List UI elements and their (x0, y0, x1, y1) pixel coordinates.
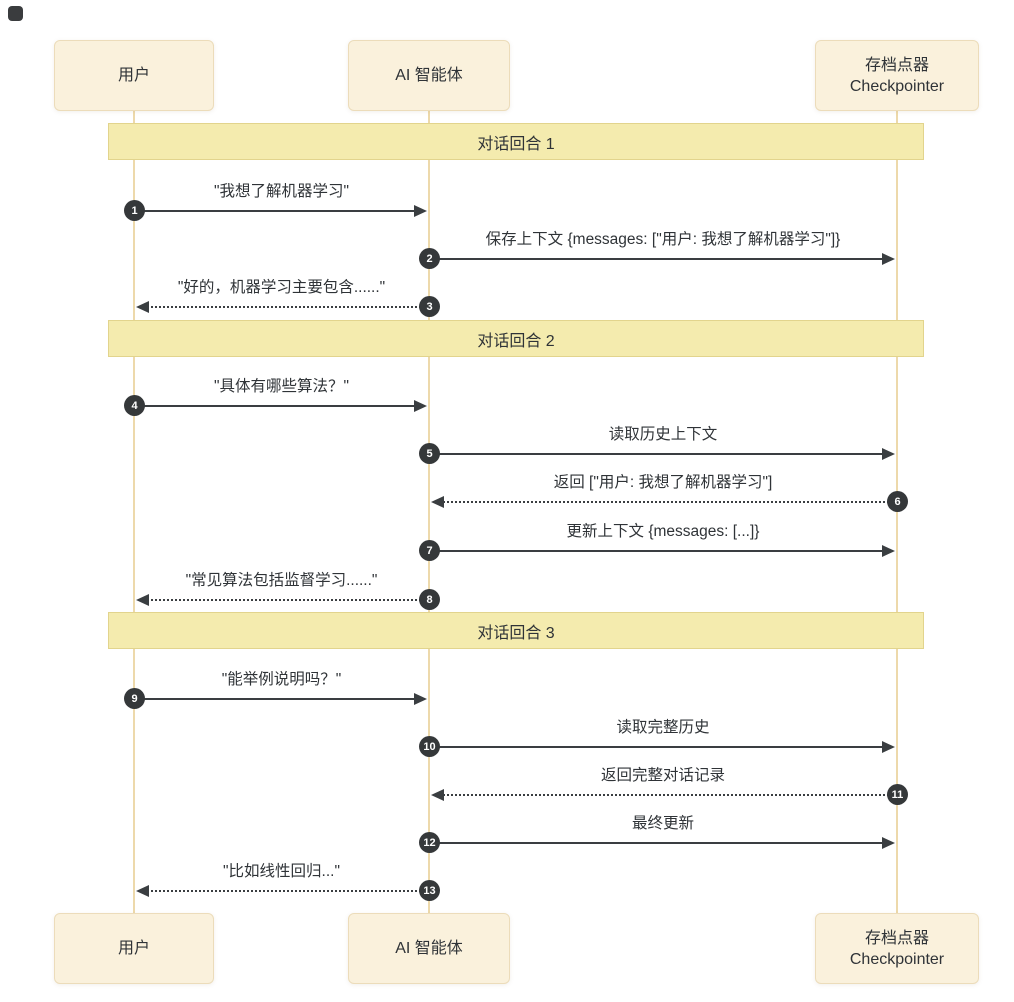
message-label: 读取历史上下文 (608, 426, 718, 443)
message-label: 读取完整历史 (616, 719, 710, 736)
section-band-3: 对话回合 3 (108, 612, 924, 649)
arrowhead-icon (882, 253, 895, 265)
message-line-3 (140, 306, 429, 308)
message-label: "我想了解机器学习" (213, 183, 349, 200)
message-label: "常见算法包括监督学习......" (185, 572, 378, 589)
sequence-badge: 6 (887, 491, 908, 512)
actor-label: 用户 (117, 67, 150, 84)
sequence-badge: 3 (419, 296, 440, 317)
message-line-4 (134, 405, 423, 407)
arrowhead-icon (136, 885, 149, 897)
section-label: 对话回合 3 (477, 624, 555, 642)
message-line-8 (140, 599, 429, 601)
lifeline-agent (428, 110, 430, 913)
sequence-badge: 8 (419, 589, 440, 610)
section-band-2: 对话回合 2 (108, 320, 924, 357)
message-line-10 (429, 746, 891, 748)
message-label: 保存上下文 {messages: ["用户: 我想了解机器学习"]} (485, 231, 841, 248)
message-line-6 (435, 501, 897, 503)
lifeline-user (133, 110, 135, 913)
actor-checkpointer-top: 存档点器 Checkpointer (815, 40, 979, 111)
sequence-badge: 13 (419, 880, 440, 901)
message-label: 返回完整对话记录 (600, 767, 725, 784)
message-line-7 (429, 550, 891, 552)
sequence-badge: 5 (419, 443, 440, 464)
arrowhead-icon (414, 693, 427, 705)
corner-mark-icon (8, 6, 23, 21)
sequence-badge: 11 (887, 784, 908, 805)
message-label: "能举例说明吗？" (221, 671, 342, 688)
section-label: 对话回合 2 (477, 332, 555, 350)
message-label: 最终更新 (631, 815, 694, 832)
message-label: "比如线性回归..." (223, 863, 340, 880)
actor-agent-bottom: AI 智能体 (348, 913, 510, 984)
actor-label: AI 智能体 (395, 940, 463, 957)
actor-label: AI 智能体 (395, 67, 463, 84)
actor-label: 用户 (117, 940, 150, 957)
actor-label: Checkpointer (849, 950, 945, 968)
message-line-9 (134, 698, 423, 700)
message-label: 更新上下文 {messages: [...]} (566, 523, 760, 540)
actor-user-bottom: 用户 (54, 913, 214, 984)
actor-agent-top: AI 智能体 (348, 40, 510, 111)
sequence-badge: 1 (124, 200, 145, 221)
message-label: 返回 ["用户: 我想了解机器学习"] (553, 474, 773, 491)
arrowhead-icon (431, 789, 444, 801)
actor-label: 存档点器 (864, 56, 929, 74)
sequence-badge: 2 (419, 248, 440, 269)
message-label: "好的，机器学习主要包含......" (177, 279, 386, 296)
arrowhead-icon (414, 400, 427, 412)
arrowhead-icon (882, 448, 895, 460)
section-label: 对话回合 1 (477, 135, 555, 153)
arrowhead-icon (136, 301, 149, 313)
section-band-1: 对话回合 1 (108, 123, 924, 160)
arrowhead-icon (414, 205, 427, 217)
message-label: "具体有哪些算法？" (213, 378, 349, 395)
message-line-5 (429, 453, 891, 455)
message-line-13 (140, 890, 429, 892)
arrowhead-icon (136, 594, 149, 606)
actor-label: Checkpointer (849, 77, 945, 95)
arrowhead-icon (431, 496, 444, 508)
arrowhead-icon (882, 741, 895, 753)
actor-label: 存档点器 (864, 929, 929, 947)
message-line-11 (435, 794, 897, 796)
actor-user-top: 用户 (54, 40, 214, 111)
sequence-badge: 7 (419, 540, 440, 561)
actor-checkpointer-bottom: 存档点器 Checkpointer (815, 913, 979, 984)
message-line-2 (429, 258, 891, 260)
sequence-badge: 4 (124, 395, 145, 416)
message-line-12 (429, 842, 891, 844)
message-line-1 (134, 210, 423, 212)
sequence-badge: 10 (419, 736, 440, 757)
arrowhead-icon (882, 545, 895, 557)
sequence-badge: 12 (419, 832, 440, 853)
sequence-badge: 9 (124, 688, 145, 709)
arrowhead-icon (882, 837, 895, 849)
